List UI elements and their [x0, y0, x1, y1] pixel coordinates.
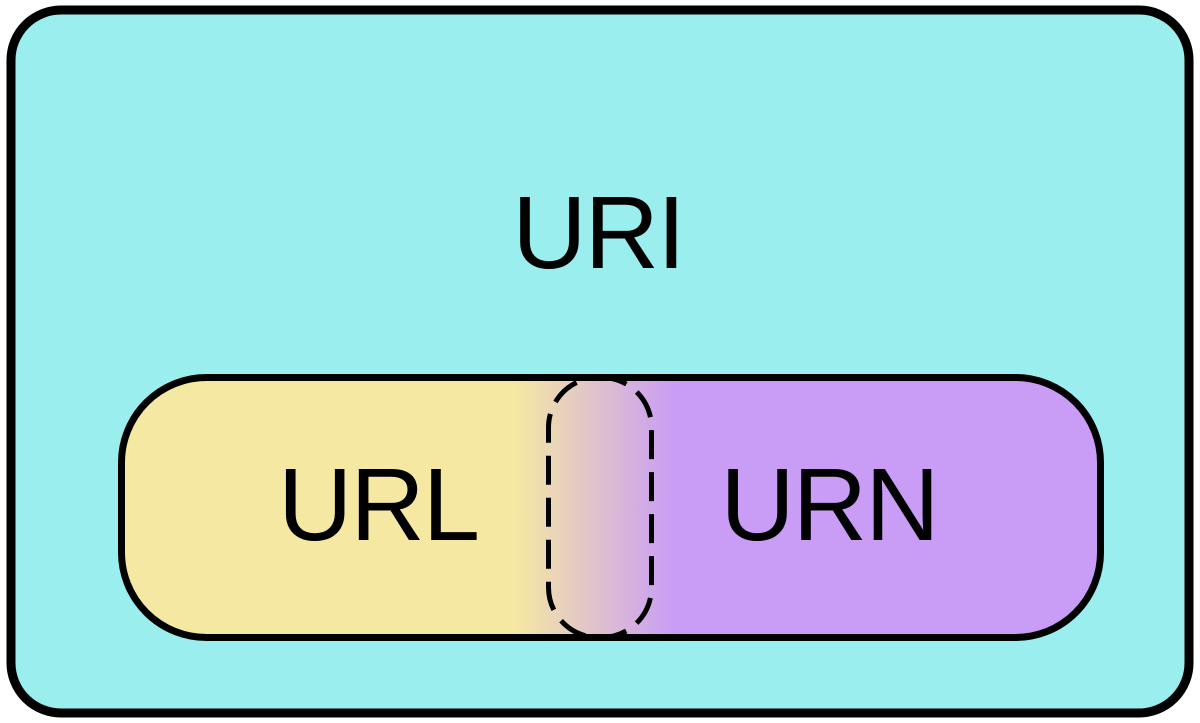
uri-label: URI	[512, 175, 683, 290]
urn-label: URN	[720, 447, 937, 562]
url-label: URL	[278, 447, 478, 562]
url-urn-pill-fill	[121, 377, 1101, 638]
url-urn-pill-border	[118, 374, 1104, 641]
